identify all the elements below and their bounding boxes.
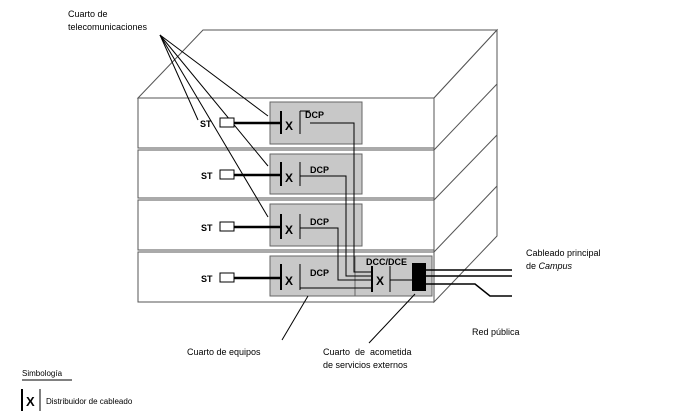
st-label: ST (201, 171, 213, 181)
campus-cabling-label: de Campus (526, 261, 573, 271)
dcp-label: DCP (310, 217, 329, 227)
st-label: ST (201, 274, 213, 284)
distributor-x: X (285, 274, 293, 288)
distributor-x: X (376, 274, 384, 288)
distributor-x: X (285, 119, 293, 133)
legend-description: Distribuidor de cableado (46, 397, 133, 406)
st-box (219, 272, 235, 283)
dcc-dce-symbol-icon (371, 266, 412, 292)
campus-cabling-label: Cableado principal (526, 248, 601, 258)
dcc-dce-label: DCC/DCE (366, 257, 407, 267)
equipment-room-label: Cuarto de equipos (187, 347, 261, 357)
st-label: ST (200, 119, 212, 129)
distributor-symbol-icon (280, 264, 301, 290)
distributor-symbol-icon (280, 110, 310, 134)
telecom-room-box-3 (269, 153, 363, 195)
st-box (219, 169, 235, 180)
entrance-room-label: de servicios externos (323, 360, 408, 370)
entrance-room-label: Cuarto de acometida (323, 347, 412, 357)
telecom-pointer-lines (159, 34, 269, 218)
distributor-x: X (285, 223, 293, 237)
public-network-label: Red pública (472, 327, 520, 337)
dcp-label: DCP (310, 165, 329, 175)
dcp-label: DCP (305, 110, 324, 120)
st-box (219, 221, 235, 232)
telecom-room-label: telecomunicaciones (68, 22, 148, 32)
st-box (219, 117, 235, 128)
dcp-label: DCP (310, 268, 329, 278)
distributor-x: X (285, 171, 293, 185)
telecom-room-box-2 (269, 203, 363, 247)
distributor-symbol-icon (280, 214, 336, 239)
legend-symbol: X (26, 394, 35, 409)
st-label: ST (201, 223, 213, 233)
external-cables (426, 269, 512, 297)
building-entrance-block (412, 263, 426, 291)
distributor-symbol-icon (280, 162, 340, 186)
telecom-room-label: Cuarto de (68, 9, 108, 19)
backbone-cables (300, 122, 372, 289)
legend-title: Simbología (22, 369, 63, 378)
